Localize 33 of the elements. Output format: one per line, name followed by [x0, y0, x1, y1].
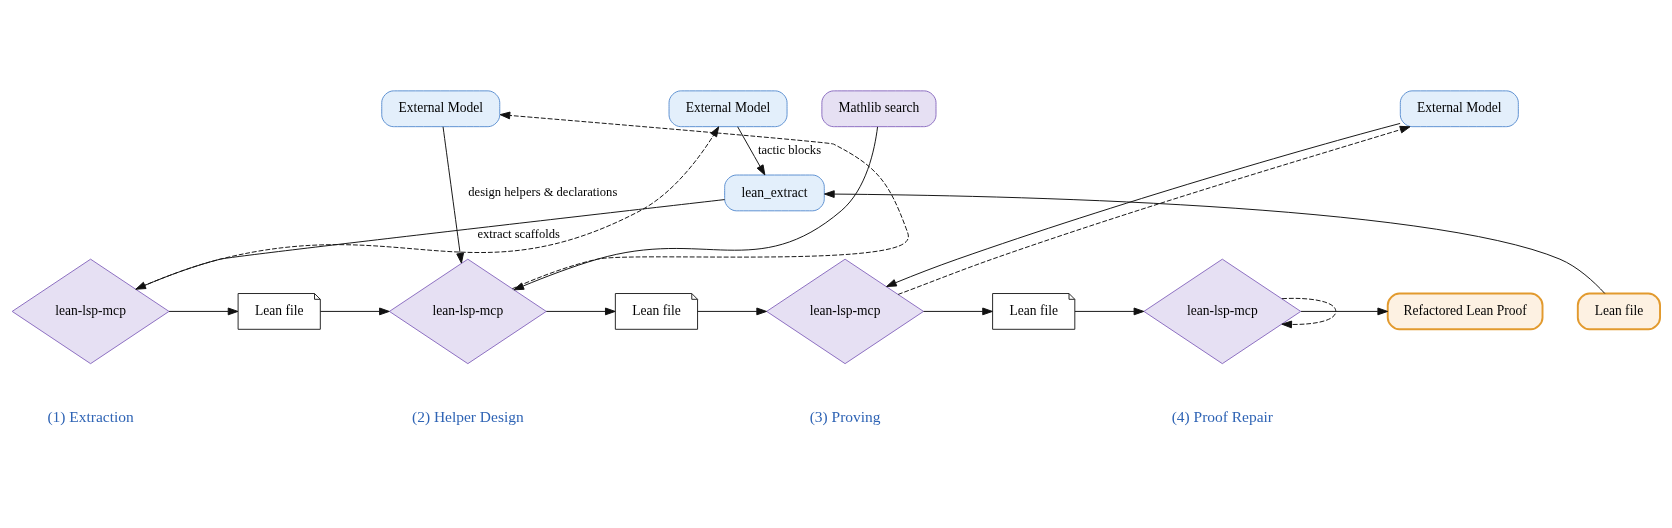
label: (4) Proof Repair	[1171, 407, 1274, 425]
arrow	[135, 125, 720, 290]
node-diamond: lean-lsp-mcp	[766, 258, 924, 364]
node-box: lean_extract	[724, 174, 825, 211]
node-box: External Model	[1399, 89, 1519, 127]
arrow	[320, 307, 390, 315]
edge-label: design helpers & declarations	[468, 184, 618, 199]
edge-label: tactic blocks	[757, 142, 822, 157]
arrow	[513, 125, 879, 290]
arrow	[168, 307, 239, 315]
label: (3) Proving	[809, 407, 881, 425]
arrow	[442, 125, 464, 264]
arrow	[135, 198, 726, 290]
label: (2) Helper Design	[412, 407, 524, 425]
node-diamond: lean-lsp-mcp	[1143, 258, 1302, 364]
node-diamond: lean-lsp-mcp	[388, 258, 547, 364]
edge-label: extract scaffolds	[477, 226, 560, 241]
arrow	[923, 307, 993, 315]
node-box: Refactored Lean Proof	[1386, 292, 1544, 330]
label: (1) Extraction	[47, 407, 134, 425]
arrow	[1074, 307, 1145, 315]
node-box: External Model	[381, 89, 501, 127]
arrow	[499, 111, 909, 289]
arrow	[824, 189, 1606, 294]
arrow	[1300, 307, 1389, 315]
arrow	[697, 307, 767, 315]
arrow	[737, 125, 766, 175]
node-box: Lean file	[1576, 292, 1661, 330]
node-diamond: lean-lsp-mcp	[11, 258, 170, 364]
arrow	[545, 307, 616, 315]
arrow	[1281, 297, 1337, 328]
node-box: External Model	[668, 89, 788, 127]
node-box: Mathlib search	[821, 89, 937, 127]
